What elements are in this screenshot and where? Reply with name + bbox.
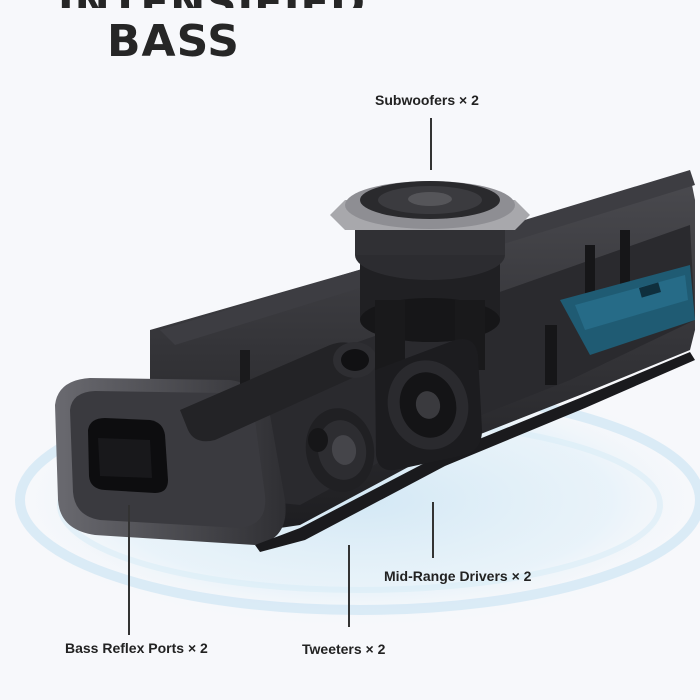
callout-bass-reflex: Bass Reflex Ports × 2 xyxy=(65,640,208,656)
mid-range-driver xyxy=(375,339,482,471)
leader-line-mid-range xyxy=(432,502,434,558)
leader-line-tweeters xyxy=(348,545,350,627)
tweeter-driver xyxy=(305,408,375,492)
callout-tweeters: Tweeters × 2 xyxy=(302,641,386,657)
leader-line-subwoofers xyxy=(430,118,432,170)
circuit-board xyxy=(560,265,695,355)
leader-line-bass-reflex xyxy=(128,505,130,635)
callout-subwoofers: Subwoofers × 2 xyxy=(375,92,479,108)
subwoofer-driver xyxy=(330,181,530,370)
callout-mid-range: Mid-Range Drivers × 2 xyxy=(384,568,532,584)
headline-line-1: INTENSIFIED xyxy=(58,0,700,8)
headline-line-2: BASS xyxy=(107,16,240,67)
bass-duct xyxy=(180,342,377,442)
